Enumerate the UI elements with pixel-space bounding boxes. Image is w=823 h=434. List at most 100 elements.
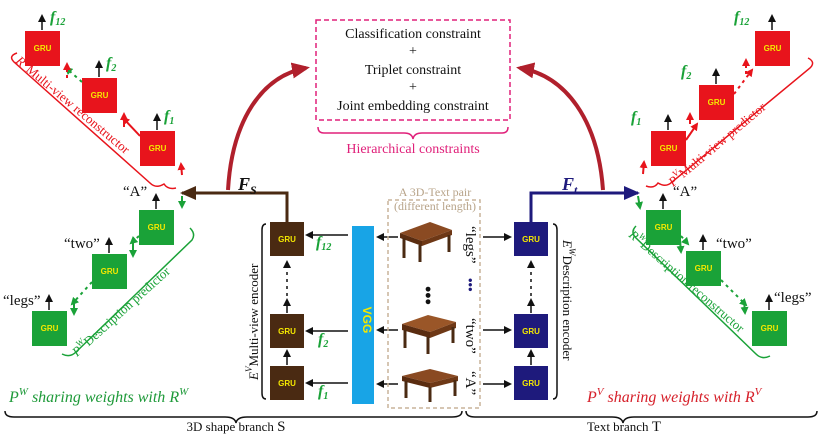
- f12-label: f12: [316, 234, 331, 253]
- hidden-state-arrow: [121, 116, 141, 137]
- views-ellipsis: •••: [418, 286, 438, 305]
- reconstructor-brace: [10, 52, 177, 190]
- ft-label: Ft: [561, 174, 578, 197]
- gru-cell: [32, 311, 67, 346]
- constraints-box: Classification constraint + Triplet cons…: [315, 19, 511, 157]
- word-legs: “legs”: [3, 293, 40, 309]
- gru-label: GRU: [764, 44, 782, 53]
- word-a: “A”: [673, 184, 697, 200]
- gru-cell: [25, 31, 60, 66]
- gru-cell: [514, 222, 548, 256]
- left-constraint-arrow: [226, 62, 310, 191]
- right-multiview-predictor: GRU GRU GRU f12 f2 f1 PVMulti-view predi…: [631, 9, 814, 190]
- hidden-state-arrow: [680, 235, 690, 246]
- dotted-connection: [720, 279, 748, 307]
- gru-label: GRU: [522, 327, 540, 336]
- ft-arrow: [529, 186, 640, 222]
- constraint-line-3: Joint embedding constraint: [337, 99, 489, 114]
- pair-label-line1: A 3D-Text pair: [399, 185, 471, 199]
- text-branch-brace: [465, 410, 818, 424]
- predictor-brace: [645, 57, 814, 188]
- gru-cell: [514, 314, 548, 348]
- table-view-2: [402, 315, 456, 354]
- pair-label-line2: (different length): [394, 199, 476, 213]
- word-a: “A”: [123, 184, 147, 200]
- gru-label: GRU: [101, 267, 119, 276]
- f1-label: f1: [631, 109, 641, 128]
- pair-frame: [387, 199, 481, 409]
- predictor-brace: [61, 227, 195, 357]
- gru-label: GRU: [149, 144, 167, 153]
- gru-label: GRU: [91, 91, 109, 100]
- word-two: “two”: [64, 236, 100, 252]
- gru-cell: [140, 131, 175, 166]
- word-two: “two”: [462, 318, 478, 354]
- constraint-line-1: Classification constraint: [345, 27, 481, 42]
- gru-label: GRU: [708, 98, 726, 107]
- encoder-bracket: [261, 223, 267, 400]
- table-view-3: [402, 369, 458, 402]
- constraint-line-2: Triplet constraint: [365, 63, 461, 78]
- word-a: “A”: [462, 371, 478, 395]
- constraints-frame: [315, 19, 511, 121]
- gru-label: GRU: [34, 44, 52, 53]
- gru-cell: [270, 222, 304, 256]
- gru-cell: [646, 210, 681, 245]
- word-legs: “legs”: [462, 226, 478, 263]
- ew-label: EWDescription encoder: [560, 239, 577, 361]
- words-ellipsis: •••: [463, 278, 478, 292]
- hidden-state-arrow: [685, 122, 699, 141]
- gru-label: GRU: [695, 264, 713, 273]
- gru-cell: [270, 366, 304, 400]
- gru-label: GRU: [148, 223, 166, 232]
- input-arrow: [635, 195, 643, 210]
- gru-label: GRU: [660, 144, 678, 153]
- gru-label: GRU: [522, 235, 540, 244]
- gru-cell: [514, 366, 548, 400]
- f2-label: f2: [318, 331, 328, 350]
- f2-label: f2: [681, 63, 691, 82]
- gru-cell: [270, 314, 304, 348]
- fs-label: FS: [237, 174, 257, 197]
- vgg-network: [352, 226, 374, 404]
- left-multiview-reconstructor: GRU GRU GRU f12 f2 f1 RVMulti-view recon…: [10, 9, 186, 190]
- gru-label: GRU: [278, 327, 296, 336]
- left-sharing-caption: PW sharing weights with RW: [8, 386, 189, 406]
- gru-cell: [82, 78, 117, 113]
- gru-label: GRU: [278, 379, 296, 388]
- right-sharing-caption: PV sharing weights with RV: [586, 386, 763, 406]
- input-arrow: [639, 160, 648, 175]
- 3d-text-pair: A 3D-Text pair (different length) •••: [387, 185, 481, 409]
- table-view-1: [400, 222, 452, 262]
- constraints-brace: [317, 126, 509, 140]
- gru-cell: [699, 85, 734, 120]
- gru-cell: [92, 254, 127, 289]
- gru-label: GRU: [278, 235, 296, 244]
- dotted-connection: [64, 66, 83, 83]
- f12-label: f12: [734, 9, 749, 28]
- gru-label: GRU: [41, 324, 59, 333]
- gru-cell: [139, 210, 174, 245]
- f1-label: f1: [318, 383, 328, 402]
- encoder-bracket: [552, 223, 558, 400]
- gru-label: GRU: [522, 379, 540, 388]
- gru-label: GRU: [761, 324, 779, 333]
- constraint-plus-2: +: [409, 80, 417, 95]
- hidden-state-arrow: [129, 235, 140, 245]
- multiview-encoder: EVMulti-view encoder GRU GRU GRU f12 f2 …: [244, 222, 348, 402]
- f12-label: f12: [50, 9, 65, 28]
- f2-label: f2: [106, 55, 116, 74]
- dotted-connection: [733, 68, 754, 95]
- gru-cell: [686, 251, 721, 286]
- input-arrow: [740, 299, 749, 315]
- constraint-plus-1: +: [409, 44, 417, 59]
- gru-label: GRU: [655, 223, 673, 232]
- right-description-reconstructor: GRU GRU GRU “A” “two” “legs” RWDescripti…: [625, 184, 811, 359]
- gru-cell: [752, 311, 787, 346]
- right-constraint-arrow: [516, 62, 605, 191]
- constraints-caption: Hierarchical constraints: [346, 142, 479, 157]
- shape-branch-brace: [4, 410, 463, 424]
- input-arrow: [676, 239, 685, 254]
- gru-cell: [651, 131, 686, 166]
